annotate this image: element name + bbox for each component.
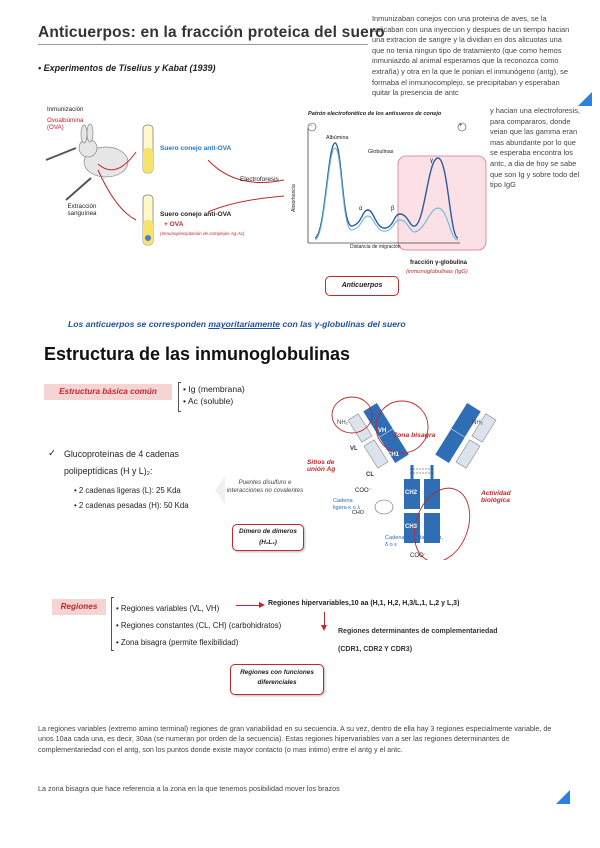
chain-item: • 2 cadenas pesadas (H): 50 Kda [74,498,189,513]
chart-minus: − [309,123,313,129]
coo-bottom: COO⁻ [410,552,427,559]
label-beta: β [391,206,394,212]
arrow-line [236,605,260,606]
bisagra-label: Zona bisagra [393,432,435,439]
glyco-line2: polipeptídicas (H y L)₂: [64,466,153,476]
basic-item: • Ac (soluble) [183,395,245,407]
chain-item: • 2 cadenas ligeras (L): 25 Kda [74,483,189,498]
callout-arrow [215,476,225,504]
actividad-label: Actividad biológica [481,490,529,504]
label-alpha: α [359,206,362,212]
label-albumina: Albúmina [326,135,348,141]
label-inmunizacion: Inmunización [47,106,83,113]
hipervariables: Regiones hipervariables,10 aa (H,1, H,2,… [268,600,459,607]
regiones-items: • Regiones variables (VL, VH) • Regiones… [116,600,281,651]
hipervariables-text: Regiones hipervariables,10 aa (H,1, H,2,… [268,600,459,607]
glyco-line1: Glucoproteínas de 4 cadenas [64,449,179,459]
region-item: • Regiones variables (VL, VH) [116,600,281,617]
label-electroforesis: Electroforesis [240,176,279,183]
title-underline [38,44,368,45]
puentes-note: Puentes disulfuro e interacciones no cov… [226,479,304,496]
notes-paragraph-2: La zona bisagra que hace referencia a la… [38,784,562,793]
chain-items: • 2 cadenas ligeras (L): 25 Kda • 2 cade… [74,483,189,513]
anticuerpos-box: Anticuerpos [325,276,399,296]
figure-caption: Los anticuerpos se corresponden mayorita… [68,319,406,329]
tube-bottom [143,195,153,245]
regiones-label: Regiones [52,599,106,615]
label-extraccion: Extracción sanguínea [60,203,104,218]
ch1-label: CH1 [387,452,399,458]
basic-label: Estructura básica común [44,384,172,400]
cadena-ligera-label: Cadena ligera κ o λ [333,498,367,512]
basic-items: • Ig (membrana) • Ac (soluble) [183,383,245,407]
label-ova: + OVA [164,221,183,228]
arrow-head [259,602,265,608]
funciones-box: Regiones con funciones diferenciales [230,664,324,695]
chart-plus: + [459,123,463,129]
cdr: (CDR1, CDR2 Y CDR3) [338,646,412,653]
label-suero2: Suero conejo anti-OVA [160,211,231,218]
determinantes: Regiones determinantes de complementarie… [338,628,498,635]
nh2-right: NH₂ [472,420,483,426]
regiones-bracket [111,597,114,651]
label-distancia: Distancia de migración [350,244,401,250]
ch3-label: CH3 [405,524,417,530]
section2-title: Estructura de las inmunoglobulinas [44,344,350,365]
rabbit-icon [46,124,128,200]
label-inmunoprecipitacion: (Inmunoprecipitación de complejos Ag-Ac) [160,231,244,236]
corner-marker-bottom [556,790,570,804]
label-inmunoglobulinas: (inmunoglobulinas (IgG) [406,269,468,275]
tube-top [143,125,153,173]
caption-underlined: mayoritariamente [208,319,280,329]
side-note: Inmunizaban conejos con una proteina de … [372,14,572,99]
dimero-box: Dímero de dímeros (H₂L₂) [232,524,304,551]
bracket [178,382,181,412]
label-absorbancia: Absorbancia [291,184,297,212]
cadena-pesada-label: Cadena pesada μ, γ, α, δ o ε [385,535,445,549]
experiments-bullet: • Experimentos de Tiselius y Kabat (1939… [38,63,216,73]
electrophoresis-chart [290,118,490,258]
coo-left: COO⁻ [355,487,372,494]
label-suero1: Suero conejo anti-OVA [160,145,231,152]
label-globulinas: Globulinas [368,149,393,155]
label-ovoalbumina: Ovoalbúmina (OVA) [47,117,97,132]
sitios-label: Sitios de unión Ag [307,459,349,473]
caption-post: con las γ-globulinas del suero [280,319,406,329]
vl-label: VL [350,446,358,452]
notes-paragraph: La regiones variables (extremo amino ter… [38,724,562,755]
caption-pre: Los anticuerpos se corresponden [68,319,208,329]
section1-title: Anticuerpos: en la fracción proteica del… [38,24,385,42]
label-gamma: γ [430,158,433,164]
vh-label: VH [378,428,386,434]
arrow-down-head [321,625,327,631]
check-icon: ✓ [48,448,56,459]
label-fraccion: fracción γ-globulina [410,260,467,266]
basic-item: • Ig (membrana) [183,383,245,395]
cl-label: CL [366,472,374,478]
region-item: • Zona bisagra (permite flexibilidad) [116,634,281,651]
regiones-label-bar: Regiones [52,599,106,615]
side-note-cont: y hacian una electroforesis, para compar… [490,106,582,191]
basic-label-bar: Estructura básica común [44,384,172,400]
region-item: • Regiones constantes (CL, CH) (carbohid… [116,617,281,634]
ch2-label: CH2 [405,490,417,496]
label-patron: Patrón electroforético de los antisueros… [308,111,441,117]
corner-marker [578,92,592,106]
nh2-left: NH₂ [337,420,348,426]
